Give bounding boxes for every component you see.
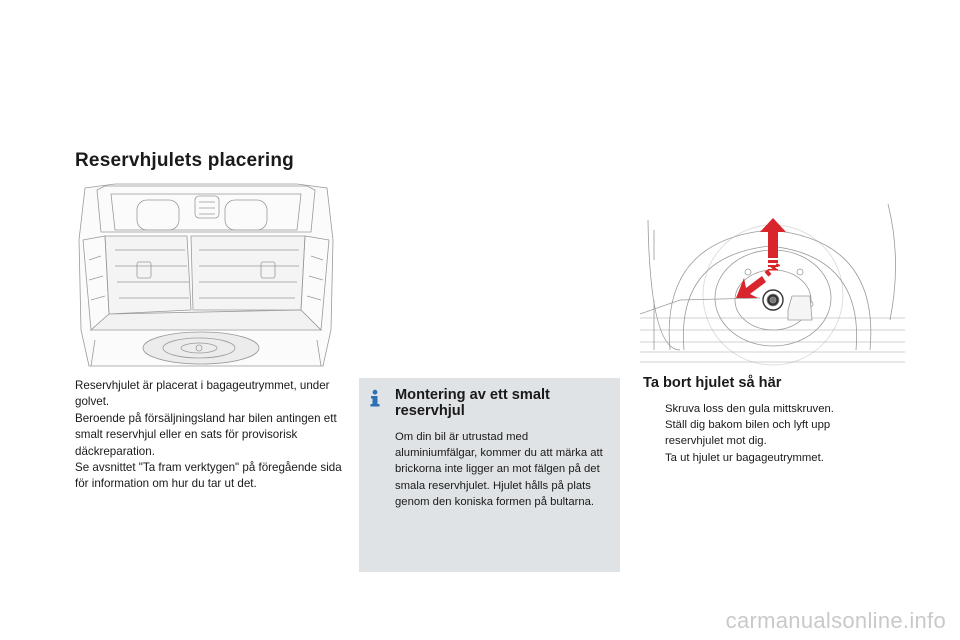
intro-paragraph: Reservhjulet är placerat i bagageutrymme… bbox=[75, 379, 330, 409]
step-text: Skruva loss den gula mittskruven. bbox=[665, 403, 834, 415]
page-title: Reservhjulets placering bbox=[75, 150, 294, 171]
info-icon bbox=[367, 389, 383, 407]
info-box: Montering av ett smalt reservhjul Om din… bbox=[359, 378, 620, 572]
watermark: carmanualsonline.info bbox=[725, 608, 946, 633]
step-text: Ta ut hjulet ur bagageutrymmet. bbox=[665, 451, 824, 464]
list-item: Ta ut hjulet ur bagageutrymmet. bbox=[643, 450, 883, 466]
list-item: Skruva loss den gula mittskruven. bbox=[643, 401, 883, 417]
removal-steps: Skruva loss den gula mittskruven. Ställ … bbox=[643, 401, 883, 466]
intro-text: Reservhjulet är placerat i bagageutrymme… bbox=[75, 378, 345, 493]
list-item: Ställ dig bakom bilen och lyft upp reser… bbox=[643, 417, 883, 449]
trunk-illustration bbox=[75, 180, 337, 368]
intro-paragraph: Beroende på försäljningsland har bilen a… bbox=[75, 411, 337, 458]
removal-title: Ta bort hjulet så här bbox=[643, 375, 782, 391]
intro-paragraph: Se avsnittet "Ta fram verktygen" på före… bbox=[75, 461, 342, 491]
wheel-removal-illustration bbox=[640, 200, 905, 368]
info-box-body: Om din bil är utrustad med aluminiumfälg… bbox=[395, 431, 603, 508]
step-text: Ställ dig bakom bilen och lyft upp reser… bbox=[665, 419, 831, 448]
info-box-title: Montering av ett smalt reservhjul bbox=[395, 387, 550, 419]
